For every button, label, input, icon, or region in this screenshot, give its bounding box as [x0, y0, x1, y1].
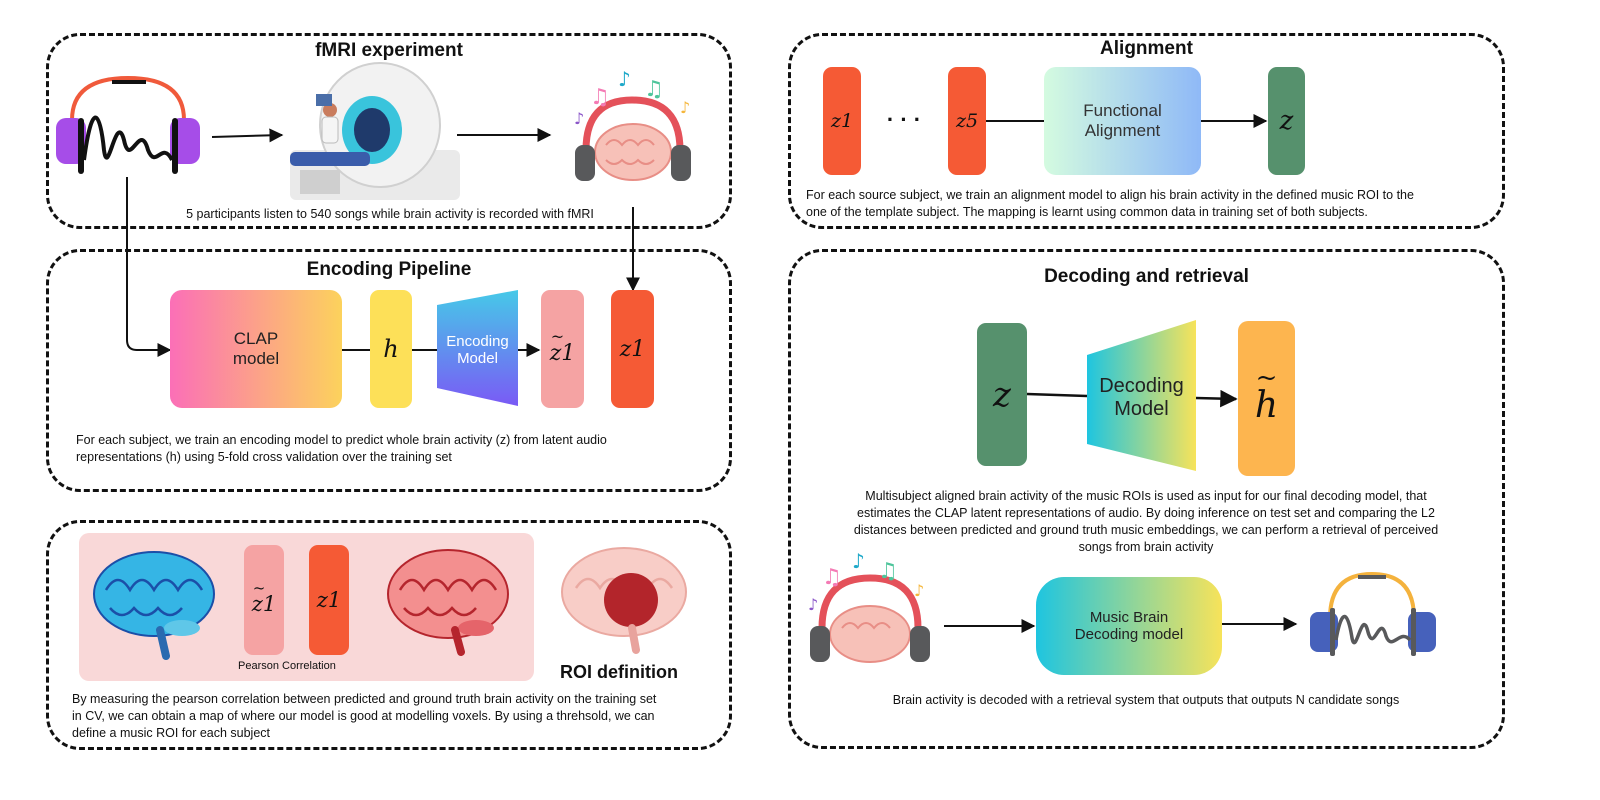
- clap-model-block: [170, 290, 342, 408]
- align-z1-symbol: z1: [830, 110, 854, 132]
- mri-scanner-icon: [290, 62, 460, 200]
- brain-headphones-bottom-icon: [810, 574, 930, 663]
- func-line2: Alignment: [1084, 121, 1161, 140]
- encoding-model-block: [437, 290, 518, 406]
- decoding-caption-line4: songs from brain activity: [1078, 540, 1214, 554]
- svg-text:♪: ♪: [618, 67, 631, 91]
- brain-roi-icon: [561, 547, 687, 654]
- roi-caption-line1: By measuring the pearson correlation bet…: [72, 692, 657, 706]
- z1-symbol: z1: [619, 336, 646, 362]
- align-z-block: [1268, 67, 1305, 175]
- fmri-panel: [46, 33, 732, 229]
- encoder-line1: Encoding: [446, 333, 509, 350]
- svg-text:♪: ♪: [808, 595, 818, 614]
- headphone-blue-icon: [1310, 571, 1436, 656]
- brain-red-icon: [387, 549, 509, 656]
- tilde-mark: ~: [550, 326, 565, 346]
- decoding-caption-line2: estimates the CLAP latent representation…: [857, 506, 1435, 520]
- svg-text:♪: ♪: [574, 109, 584, 128]
- alignment-panel: [788, 33, 1505, 229]
- clap-line1: CLAP: [233, 329, 279, 348]
- z1-block: [611, 290, 654, 408]
- clap-model-label: CLAP model: [170, 290, 342, 408]
- mbd-line1: Music Brain: [1089, 609, 1169, 626]
- encoding-model-label: Encoding Model: [437, 300, 518, 400]
- svg-text:♪: ♪: [852, 549, 865, 573]
- roi-tilde-mark: ~: [252, 579, 266, 597]
- roi-caption-line2: in CV, we can obtain a map of where our …: [72, 709, 655, 723]
- alignment-caption: For each source subject, we train an ali…: [806, 187, 1496, 221]
- h-tilde-text: h: [1254, 385, 1279, 426]
- encoding-caption: For each subject, we train an encoding m…: [76, 432, 716, 466]
- decoding-model-label: Decoding Model: [1087, 345, 1196, 450]
- align-z5-symbol: z5: [955, 110, 979, 132]
- arrow-audio-to-clap: [126, 177, 172, 357]
- roi-caption-line3: define a music ROI for each subject: [72, 726, 271, 740]
- decoding-caption-line1: Multisubject aligned brain activity of t…: [865, 489, 1427, 503]
- encoding-caption-line2: representations (h) using 5-fold cross v…: [76, 450, 452, 464]
- h-block: [370, 290, 412, 408]
- z1-tilde-block: [541, 290, 584, 408]
- decoder-line2: Model: [1114, 397, 1169, 420]
- alignment-caption-line1: For each source subject, we train an ali…: [806, 188, 1414, 202]
- mbd-line2: Decoding model: [1074, 626, 1184, 643]
- align-dots: · · ·: [886, 107, 922, 132]
- z1-tilde-symbol: ~ z1: [541, 290, 584, 408]
- svg-text:♫: ♫: [822, 565, 842, 590]
- encoder-line2: Model: [457, 350, 498, 367]
- encoding-title: Encoding Pipeline: [306, 259, 472, 280]
- decoding-caption: Multisubject aligned brain activity of t…: [806, 488, 1486, 556]
- func-line1: Functional: [1083, 101, 1162, 120]
- roi-z1-tilde-symbol: ~ z1: [244, 545, 284, 655]
- roi-z1-block: [309, 545, 349, 655]
- pearson-label: Pearson Correlation: [238, 660, 336, 672]
- clap-line2: model: [232, 349, 280, 368]
- align-z-symbol: z: [1279, 106, 1294, 136]
- decoding-bottom-caption: Brain activity is decoded with a retriev…: [892, 693, 1400, 707]
- music-notes-icon: ♫ ♪ ♫ ♪ ♪: [574, 67, 690, 128]
- h-symbol: h: [383, 335, 399, 363]
- brain-blue-icon: [93, 551, 215, 660]
- decoding-caption-line3: distances between predicted and ground t…: [853, 523, 1439, 537]
- h-tilde-block: [1238, 321, 1295, 476]
- align-z1-block: [823, 67, 861, 175]
- decoding-title: Decoding and retrieval: [1044, 266, 1249, 287]
- encoding-caption-line1: For each subject, we train an encoding m…: [76, 433, 607, 447]
- decoder-line1: Decoding: [1099, 374, 1184, 397]
- h-tilde-mark: ~: [1255, 363, 1278, 393]
- functional-alignment-label: Functional Alignment: [1044, 67, 1201, 175]
- decode-z-block: [977, 323, 1027, 466]
- decoding-model-block: [1087, 320, 1196, 471]
- roi-panel: [46, 520, 732, 750]
- align-z5-block: [948, 67, 986, 175]
- roi-z1-tilde-text: z1: [251, 592, 277, 616]
- arrow-headphone-to-scanner: [211, 128, 284, 143]
- svg-text:♫: ♫: [590, 85, 610, 110]
- alignment-title: Alignment: [1100, 38, 1193, 59]
- roi-caption: By measuring the pearson correlation bet…: [72, 691, 727, 742]
- z1-tilde-text: z1: [549, 340, 576, 366]
- h-tilde-symbol: ~ h: [1238, 321, 1295, 476]
- functional-alignment-block: [1044, 67, 1201, 175]
- music-notes-bottom-icon: ♫ ♪ ♫ ♪ ♪: [808, 549, 924, 614]
- roi-z1-tilde-block: [244, 545, 284, 655]
- svg-text:♫: ♫: [878, 559, 898, 584]
- music-brain-decoding-block: [1036, 577, 1222, 675]
- svg-text:♪: ♪: [914, 581, 924, 600]
- brain-headphones-icon: [575, 96, 691, 181]
- svg-text:♫: ♫: [644, 77, 664, 102]
- alignment-caption-line2: one of the template subject. The mapping…: [806, 205, 1368, 219]
- fmri-title: fMRI experiment: [315, 40, 463, 61]
- decoding-panel: [788, 249, 1505, 749]
- fmri-caption: 5 participants listen to 540 songs while…: [186, 207, 594, 221]
- decode-z-symbol: z: [993, 374, 1011, 415]
- roi-z1-symbol: z1: [316, 588, 342, 612]
- roi-title: ROI definition: [560, 662, 678, 682]
- svg-text:♪: ♪: [680, 98, 690, 117]
- music-brain-decoding-label: Music Brain Decoding model: [1036, 577, 1222, 675]
- encoding-panel: [46, 249, 732, 492]
- headphone-icon: [56, 75, 200, 174]
